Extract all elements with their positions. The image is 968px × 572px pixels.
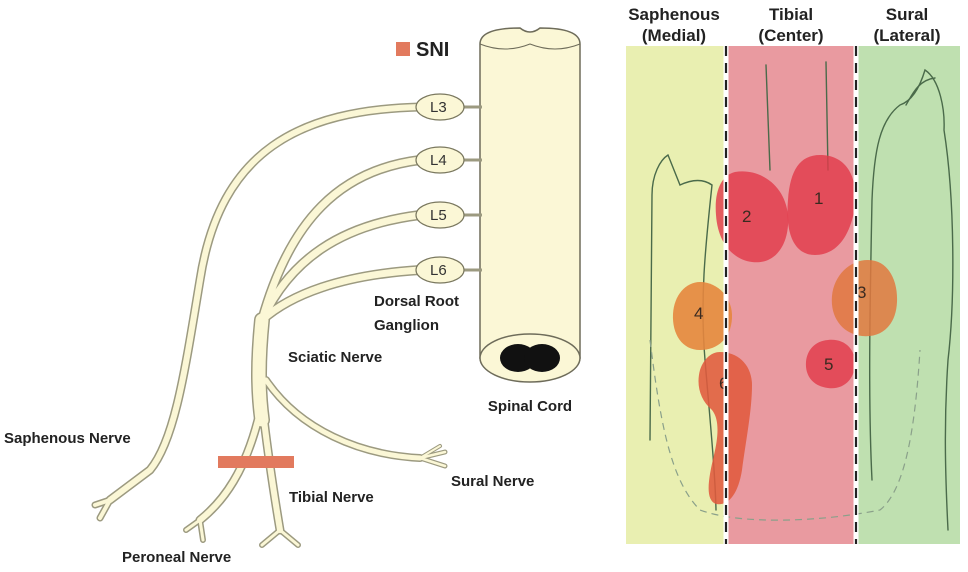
paw-dashed-outline	[649, 339, 921, 521]
pain-spots	[672, 155, 898, 505]
root-l4: L4	[415, 146, 482, 174]
ganglion-label-line2: Ganglion	[374, 317, 439, 334]
root-l3: L3	[415, 93, 482, 121]
sni-legend-label: SNI	[416, 39, 449, 61]
spot-label-4: 4	[694, 304, 703, 323]
spot-label-3: 3	[857, 283, 866, 302]
spinal-cord	[479, 27, 581, 383]
peroneal-nerve-label: Peroneal Nerve	[122, 549, 231, 566]
spot-2-region	[715, 171, 789, 263]
sni-injury-bar	[218, 456, 294, 468]
ganglion-label-line1: Dorsal Root	[374, 293, 459, 310]
tibial-nerve-label: Tibial Nerve	[289, 489, 374, 506]
tibial-territory-subtitle: (Center)	[758, 26, 823, 45]
root-l6: L6	[415, 256, 482, 284]
root-l5: L5	[415, 201, 482, 229]
zone-boundaries	[723, 46, 859, 544]
spot-5-region	[805, 339, 856, 389]
sural-territory-subtitle: (Lateral)	[873, 26, 940, 45]
nerve-tree	[91, 102, 448, 548]
saphenous-nerve-label: Saphenous Nerve	[4, 430, 131, 447]
spot-label-5: 5	[824, 355, 833, 374]
nerve-anatomy-panel: SNI	[4, 27, 581, 566]
spot-3-region	[831, 260, 898, 337]
sni-legend-swatch	[396, 42, 410, 56]
root-label-l5: L5	[430, 207, 447, 224]
spot-label-1: 1	[814, 189, 823, 208]
root-label-l6: L6	[430, 262, 447, 279]
tibial-territory-title: Tibial	[769, 5, 813, 24]
root-label-l3: L3	[430, 99, 447, 116]
saphenous-territory-title: Saphenous	[628, 5, 720, 24]
spot-label-2: 2	[742, 207, 751, 226]
spot-1-region	[787, 155, 856, 255]
spinal-cord-label: Spinal Cord	[488, 398, 572, 415]
root-label-l4: L4	[430, 152, 447, 169]
nerve-tree-fill	[93, 104, 447, 547]
sural-nerve-label: Sural Nerve	[451, 473, 534, 490]
paw-territory-panel: 1 2 3 4 5 6 Saphenous (Medial) Tibial (C…	[626, 5, 960, 544]
sciatic-nerve-label: Sciatic Nerve	[288, 349, 382, 366]
spot-4-region	[672, 282, 733, 350]
saphenous-territory-subtitle: (Medial)	[642, 26, 706, 45]
sural-territory-title: Sural	[886, 5, 929, 24]
